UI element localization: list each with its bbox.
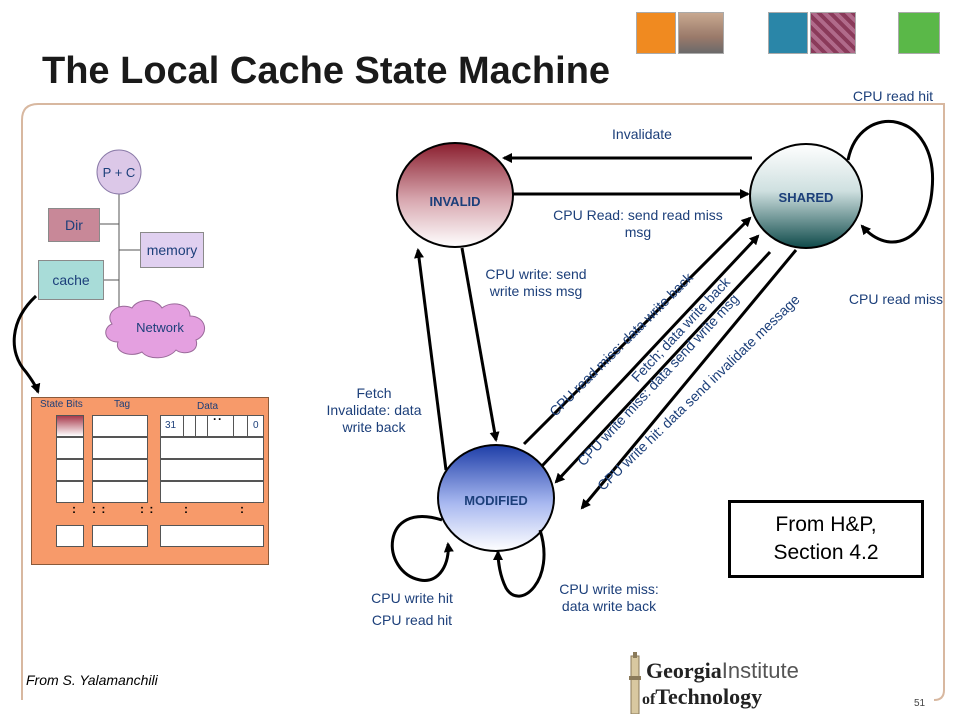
label-cpu-read-send-line1: CPU Read: send read miss (553, 207, 723, 223)
state-bit-cell (56, 525, 84, 547)
state-shared-label: SHARED (778, 190, 834, 205)
label-shared-read-miss: CPU read miss (848, 291, 944, 307)
data-ellipsis: ·· (213, 412, 223, 426)
label-fetch-invalidate-line1: Fetch (356, 385, 392, 401)
label-mod-write-miss-line1: CPU write miss: (559, 581, 659, 597)
row-continuation-dots: : (72, 502, 77, 516)
bit-high-label: 31 (165, 420, 177, 431)
header-thumbnail-teal (768, 12, 808, 54)
header-data: Data (197, 401, 219, 412)
source-line2: Section 4.2 (773, 541, 879, 564)
loop-modified-write-hit (390, 515, 454, 582)
state-bit-cell (56, 481, 84, 503)
logo-line1: GeorgiaInstitute (646, 658, 799, 683)
label-fetch-invalidate-line2: Invalidate: data (326, 402, 422, 418)
page-number: 51 (914, 698, 926, 709)
row-continuation-dots: : (240, 502, 245, 516)
arrow-fetch-invalidate (414, 248, 448, 471)
label-mod-read-hit: CPU read hit (371, 612, 453, 628)
logo-tower-icon (629, 652, 641, 714)
source-line1: From H&P, (775, 513, 877, 536)
arrow-read-miss-write-back (522, 216, 752, 446)
arrow-cache-to-table (12, 294, 41, 394)
state-modified-label: MODIFIED (464, 493, 528, 508)
content-frame (21, 103, 945, 701)
dir-box: Dir (48, 208, 100, 242)
state-bit-cell (56, 459, 84, 481)
label-cpu-write-send-line1: CPU write: send (485, 266, 587, 282)
tag-cell (92, 525, 148, 547)
state-shared-circle (749, 143, 863, 249)
header-state-bits: State Bits (40, 399, 83, 410)
state-bit-cell (56, 415, 84, 437)
arrow-fetch-write-back (540, 234, 760, 468)
row-continuation-dots: : : (140, 502, 155, 516)
cache-table-panel: State Bits Tag Data 31 ·· 0 : : : : : : … (31, 397, 269, 565)
arrow-write-hit-invalidate (580, 249, 798, 510)
data-cell: 31 ·· 0 (160, 412, 264, 437)
state-bit-cell (56, 437, 84, 459)
network-cloud (105, 300, 205, 359)
label-invalidate: Invalidate (612, 126, 672, 142)
cache-box: cache (38, 260, 104, 300)
loop-shared-read-hit (846, 120, 934, 244)
label-mod-write-miss-line2: data write back (561, 598, 657, 614)
state-invalid-label: INVALID (429, 194, 481, 209)
header-tag: Tag (114, 399, 131, 410)
header-thumbnail-circuit (810, 12, 856, 54)
row-continuation-dots: : (184, 502, 189, 516)
data-cell (160, 437, 264, 459)
bit-low-label: 0 (253, 420, 259, 431)
label-mod-write-hit: CPU write hit (371, 590, 453, 606)
label-fetch-invalidate-line3: write back (342, 419, 406, 435)
georgia-tech-logo: GeorgiaInstitute ofTechnology (602, 652, 832, 714)
label-cpu-read-send: CPU Read: send read miss msg (528, 207, 748, 241)
processor-node (96, 149, 142, 195)
network-label: Network (136, 319, 184, 335)
pc-label: P + C (102, 164, 136, 180)
tag-cell (92, 437, 148, 459)
tag-cell (92, 481, 148, 503)
arrow-write-miss-send (554, 250, 772, 484)
label-cpu-write-send: CPU write: send write miss msg (470, 266, 602, 300)
logo-line2: ofTechnology (642, 684, 763, 709)
label-fetch-invalidate: Fetch Invalidate: data write back (310, 385, 438, 436)
tag-cell (92, 459, 148, 481)
arrow-cpu-write (460, 247, 500, 442)
label-cpu-read-send-line2: msg (624, 224, 652, 240)
data-cell (160, 459, 264, 481)
row-continuation-dots: : : (92, 502, 107, 516)
data-cell (160, 481, 264, 503)
credit-text: From S. Yalamanchili (26, 672, 158, 688)
label-shared-read-hit: CPU read hit (852, 88, 934, 104)
slide-title: The Local Cache State Machine (42, 50, 611, 92)
source-reference-box: From H&P, Section 4.2 (728, 500, 924, 578)
label-cpu-write-send-line2: write miss msg (489, 283, 583, 299)
header-thumbnail-campus (678, 12, 724, 54)
header-thumbnail-green (898, 12, 940, 54)
header-thumbnail-orange (636, 12, 676, 54)
data-cell (160, 525, 264, 547)
tag-cell (92, 415, 148, 437)
memory-box: memory (140, 232, 204, 268)
loop-modified-write-miss (493, 529, 546, 598)
label-mod-write-miss: CPU write miss: data write back (540, 581, 678, 615)
